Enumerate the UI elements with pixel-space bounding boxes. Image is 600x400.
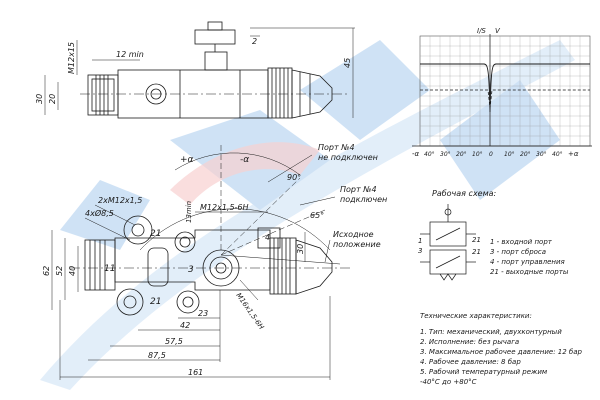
- initial-position-line2: положение: [333, 240, 381, 249]
- dim-62: 62: [42, 266, 51, 276]
- graph-x-tick-label: 20°: [520, 151, 531, 158]
- technical-specs: Технические характеристики: 1. Тип: меха…: [420, 311, 598, 387]
- graph-x-tick-label: 40°: [424, 151, 435, 158]
- graph-x-tick-label: -α: [412, 150, 420, 158]
- dim-45: 45: [343, 58, 352, 68]
- spec-item-3: 3. Максимальное рабочее давление: 12 бар: [420, 348, 582, 356]
- graph-x-tick-label: 30°: [536, 151, 547, 158]
- dim-2xm12: 2xM12x1,5: [98, 196, 142, 205]
- spec-item-5: 5. Рабочий температурный режим: [420, 368, 548, 376]
- graph-ylabel-right: V: [495, 27, 501, 35]
- dim-13min: 13min: [185, 201, 193, 223]
- graph-x-tick-label: 10°: [504, 151, 515, 158]
- watermark-s: [60, 180, 150, 250]
- top-cone: [291, 69, 333, 119]
- port-21-bottom: 21: [150, 297, 161, 307]
- spec-item-2: 2. Исполнение: без рычага: [420, 338, 520, 346]
- graph-ylabel-left: I/S: [477, 27, 486, 35]
- graph-x-tick-label: 20°: [456, 151, 467, 158]
- scheme-title: Рабочая схема:: [432, 189, 497, 198]
- watermark-a: [170, 110, 330, 210]
- initial-position-line1: Исходное: [333, 230, 374, 239]
- top-stem: [204, 51, 228, 71]
- port-3: 3: [188, 265, 194, 275]
- graph-curve-dashed: [420, 89, 590, 109]
- port-21-top: 21: [150, 229, 161, 239]
- boss-top-left: [123, 215, 153, 245]
- boss-bottom-left: [116, 288, 144, 316]
- spec-item-4: 4. Рабочее давление: 8 бар: [420, 358, 521, 366]
- dim-holes: 4xØ8,5: [85, 208, 114, 218]
- scheme-port-21a: 21: [472, 236, 481, 244]
- legend-item-2: 3 - порт сброса: [490, 248, 546, 256]
- port-11: 11: [104, 264, 115, 274]
- scheme-port-1: 1: [418, 237, 422, 245]
- top-left-fitting: [87, 74, 119, 116]
- dim-12min: 12 min: [116, 50, 144, 59]
- watermark-r: [300, 40, 430, 140]
- dim-thread-m12x15: M12x15: [67, 42, 76, 74]
- graph-x-tick-label: 30°: [440, 151, 451, 158]
- top-view: [44, 21, 355, 119]
- legend-item-1: 1 - входной порт: [490, 238, 553, 246]
- characteristic-graph: [412, 34, 592, 147]
- scheme-port-3: 3: [418, 247, 422, 255]
- dim-30-front: 30: [296, 244, 305, 254]
- port4-connected-line1: Порт №4: [340, 185, 377, 194]
- dim-57-5: 57,5: [165, 337, 183, 346]
- angle-arc: [139, 208, 331, 251]
- port4-disconnected-line2: не подключен: [318, 153, 378, 162]
- specs-title: Технические характеристики:: [420, 312, 532, 320]
- dim-42: 42: [180, 321, 190, 330]
- watermark-red-sweep: [170, 142, 320, 205]
- dim-161: 161: [188, 368, 203, 377]
- graph-x-tick-label: 10°: [472, 151, 483, 158]
- graph-x-tick-label: +α: [568, 150, 579, 158]
- dim-20: 20: [48, 94, 57, 104]
- front-cone: [295, 239, 333, 295]
- dim-52: 52: [55, 266, 64, 276]
- scheme-port-21b: 21: [472, 248, 481, 256]
- dim-4: 4: [265, 233, 270, 242]
- graph-x-tick-label: 0: [489, 151, 493, 158]
- dim-m16: M16x1,5-6H: [234, 292, 265, 332]
- boss-top-right: [174, 231, 196, 253]
- spec-item-6: -40°С до +80°С: [420, 378, 477, 386]
- boss-bottom-right: [176, 290, 200, 314]
- dim-23: 23: [198, 309, 208, 318]
- dim-87-5: 87,5: [148, 351, 166, 360]
- dim-m12-6h: M12x1,5-6H: [200, 203, 249, 212]
- watermark-sweep: [40, 40, 575, 390]
- legend-item-4: 21 - выходные порты: [490, 268, 569, 276]
- scheme-diagram: [420, 204, 476, 281]
- front-view: [51, 145, 350, 380]
- spec-item-1: 1. Тип: механический, двухконтурный: [420, 328, 562, 336]
- dim-30: 30: [35, 94, 44, 104]
- angle-90: 90°: [287, 173, 301, 182]
- port4-connected-line2: подключен: [340, 195, 387, 204]
- dim-40: 40: [68, 266, 77, 276]
- graph-curve-solid: [420, 63, 590, 113]
- graph-x-ticks: -α 40° 30° 20° 10° 0 10° 20° 30° 40° +α: [412, 150, 579, 158]
- port4-disconnected-line1: Порт №4: [318, 143, 355, 152]
- angle-plus-alpha: +α: [180, 155, 194, 165]
- graph-x-tick-label: 40°: [552, 151, 563, 158]
- legend-item-3: 4 - порт управления: [490, 258, 565, 266]
- angle-minus-alpha: -α: [240, 155, 249, 165]
- dim-2: 2: [252, 37, 257, 46]
- angle-65: 65°: [310, 211, 324, 220]
